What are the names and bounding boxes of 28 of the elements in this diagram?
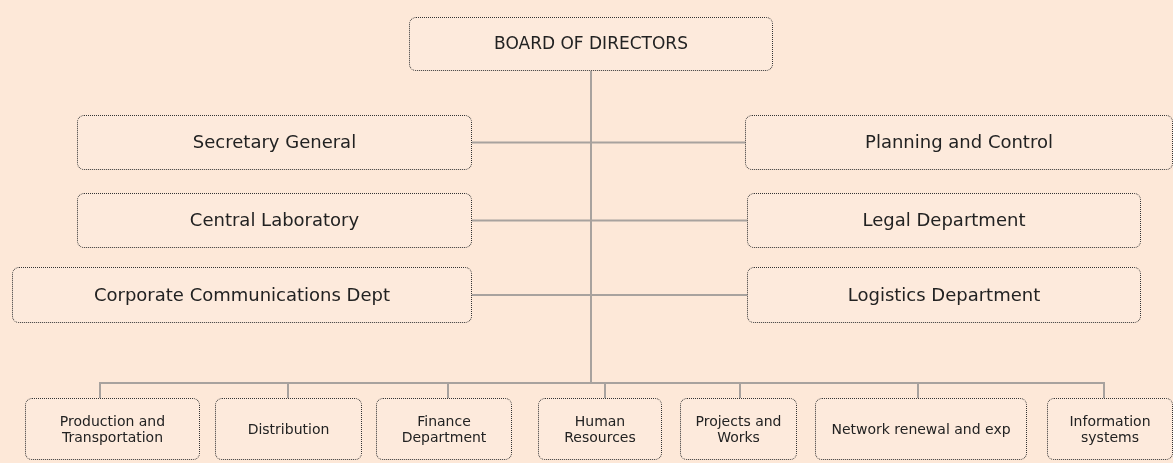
department-box	[25, 398, 200, 460]
box-label: Logistics Department	[846, 284, 1042, 306]
box-label: Production and Transportation	[58, 412, 167, 446]
box-label: BOARD OF DIRECTORS	[494, 34, 688, 54]
department-box	[1047, 398, 1173, 460]
box-label: Corporate Communications Dept	[92, 284, 392, 306]
box-label: Information systems	[1068, 412, 1152, 446]
box-label: Network renewal and exp	[830, 420, 1012, 438]
department-box	[376, 398, 512, 460]
box-label: Legal Department	[861, 210, 1027, 231]
department-box	[12, 267, 472, 323]
box-label: Projects and Works	[694, 412, 783, 446]
box-label: Distribution	[246, 420, 331, 438]
box-label: Human Resources	[563, 412, 637, 446]
department-box	[538, 398, 662, 460]
box-label: Central Laboratory	[188, 210, 361, 231]
department-box	[747, 193, 1141, 248]
box-label: Finance Department	[400, 412, 488, 446]
department-box	[747, 267, 1141, 323]
department-box	[215, 398, 362, 460]
department-box	[77, 193, 472, 248]
department-box	[745, 115, 1173, 170]
box-label: Planning and Control	[864, 132, 1054, 153]
box-label: Secretary General	[191, 132, 358, 153]
department-box	[815, 398, 1027, 460]
board-box	[409, 17, 773, 71]
department-box	[77, 115, 472, 170]
department-box	[680, 398, 797, 460]
